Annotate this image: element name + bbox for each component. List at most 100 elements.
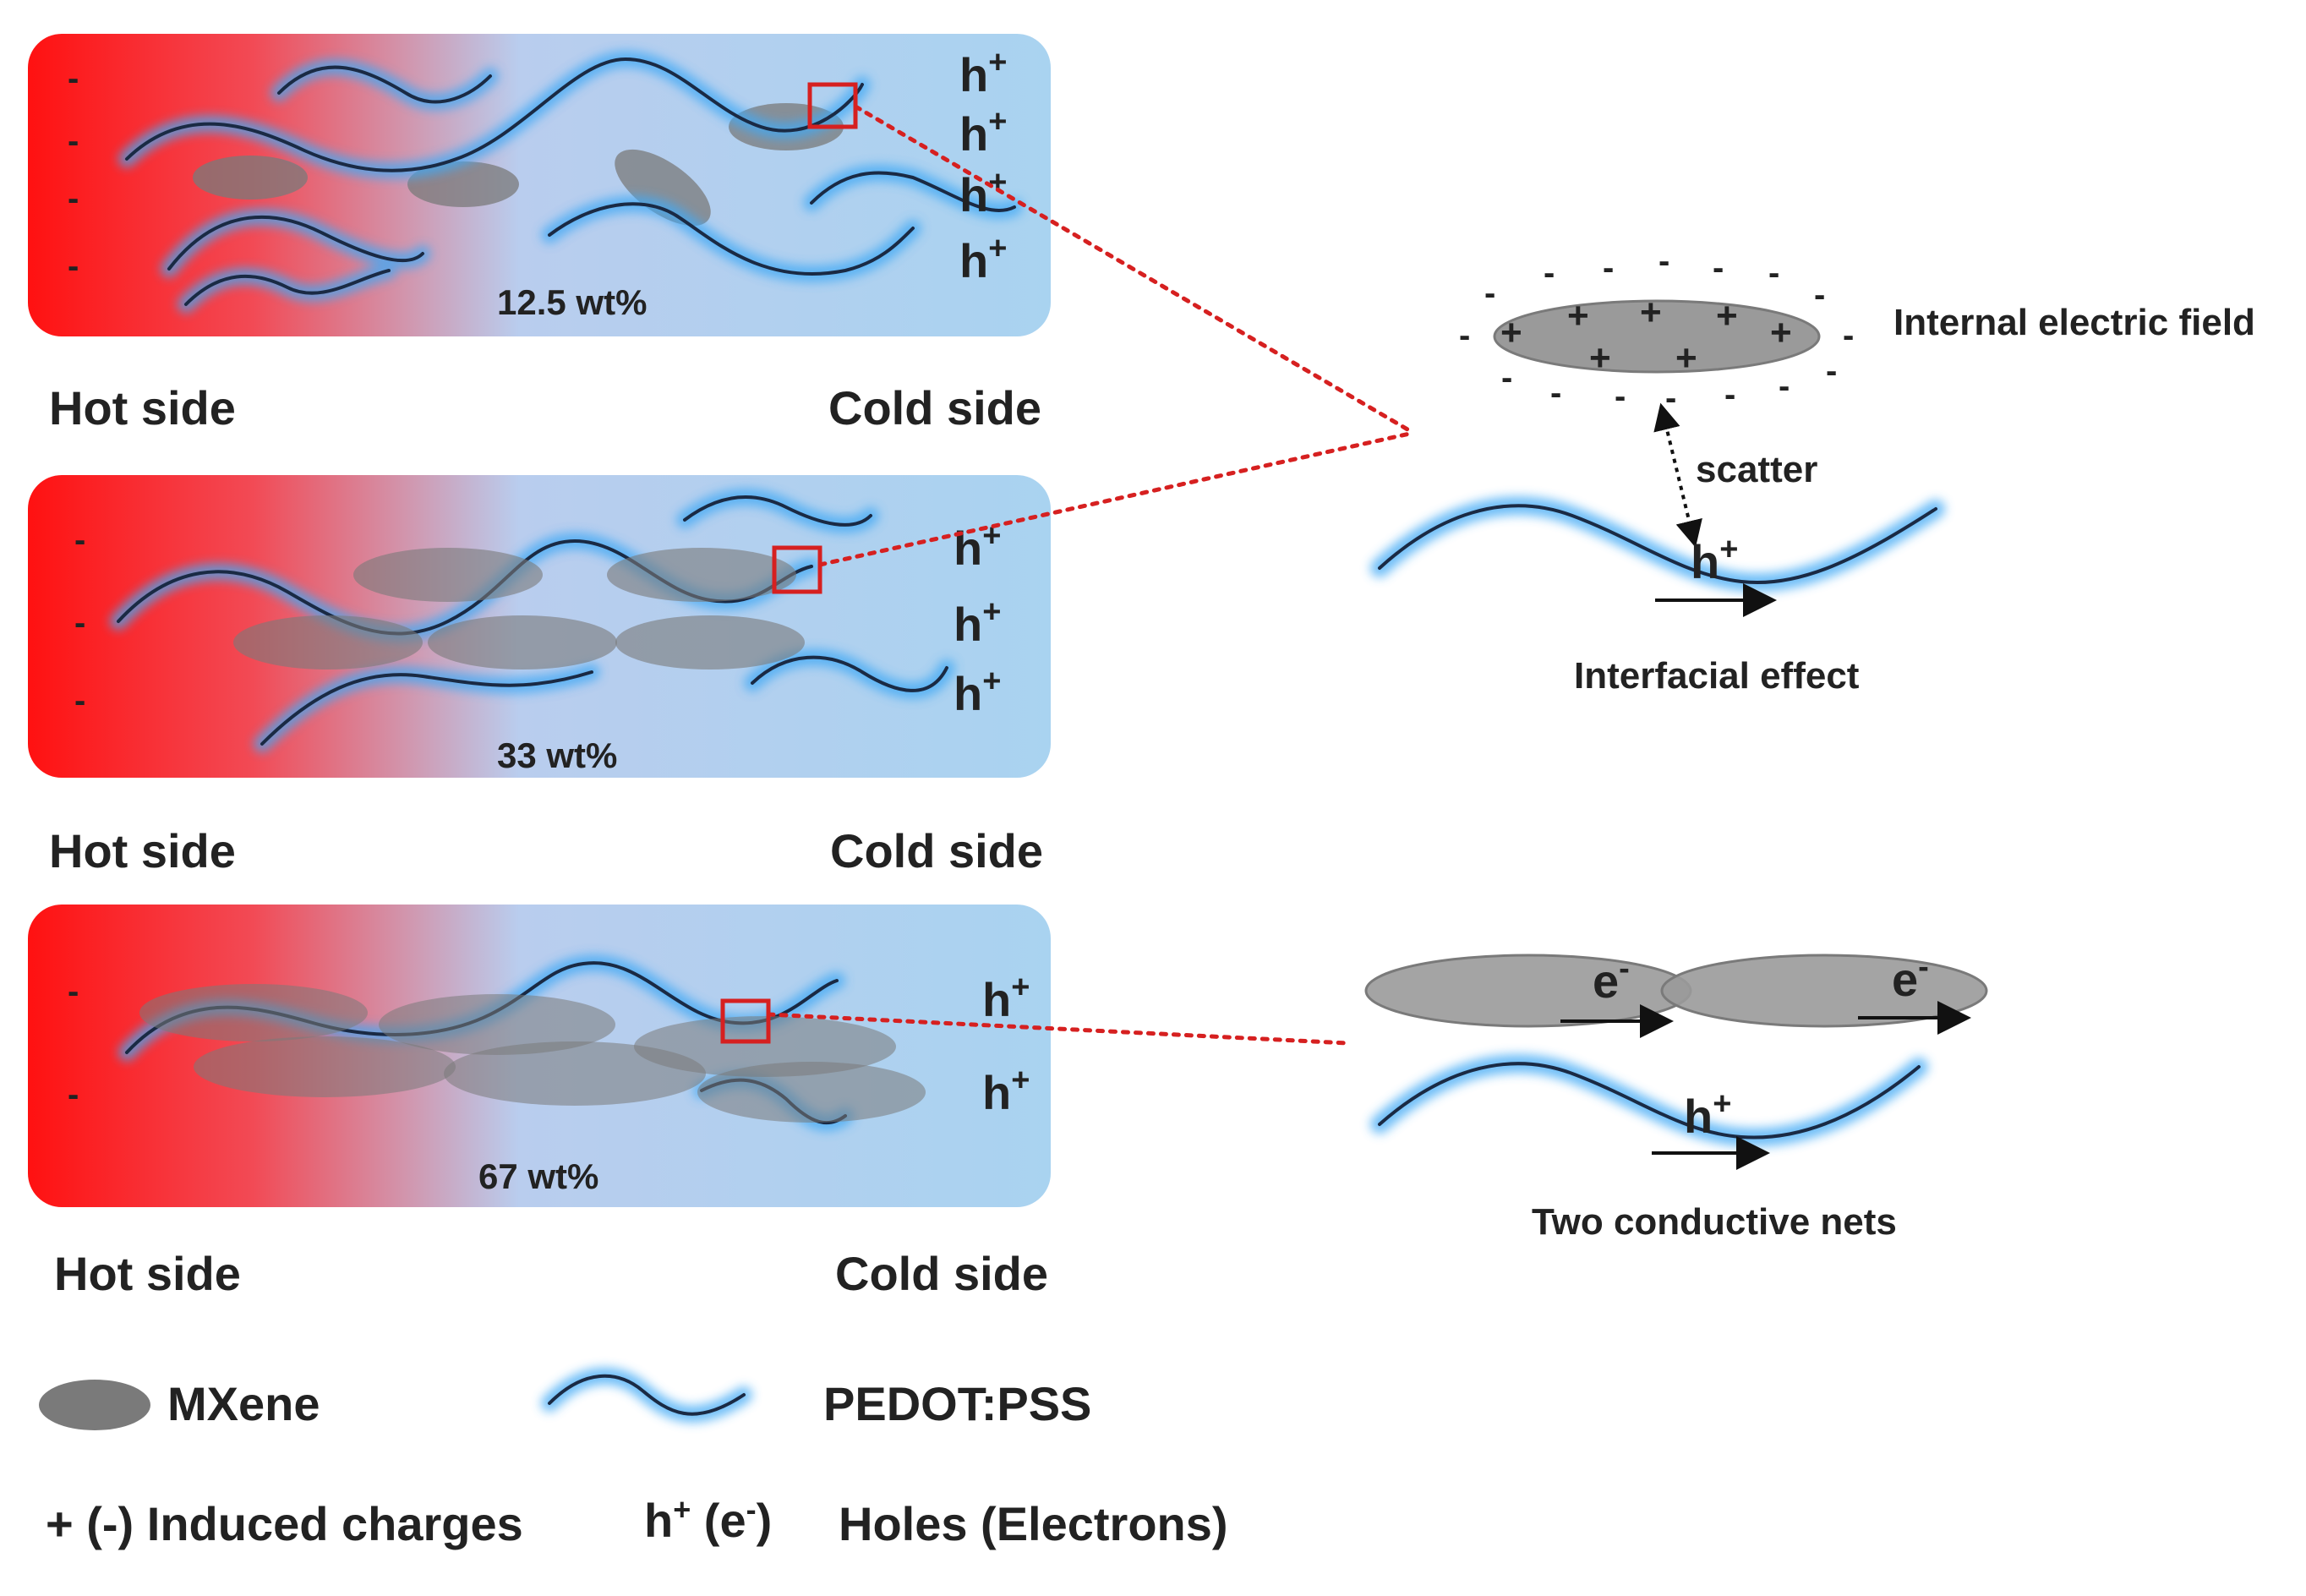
hole-label: h+ bbox=[982, 970, 1030, 1026]
scatter-arrow bbox=[1653, 402, 1702, 548]
hot-side-label: Hot side bbox=[49, 824, 236, 877]
zoom-line bbox=[853, 104, 1416, 435]
hot-side-charges: - - - - bbox=[68, 60, 79, 285]
zoom-line bbox=[766, 1012, 1350, 1046]
positive-charge: + bbox=[1716, 295, 1738, 336]
conductive-caption: Two conductive nets bbox=[1532, 1201, 1897, 1243]
concentration-label: 12.5 wt% bbox=[497, 282, 647, 322]
mxene-flake bbox=[615, 149, 711, 227]
zoom-line bbox=[817, 430, 1416, 567]
mxene-flake bbox=[444, 1041, 706, 1106]
negative-charge: - bbox=[1658, 243, 1669, 280]
negative-charge: - bbox=[68, 1076, 79, 1113]
scatter-label: scatter bbox=[1696, 449, 1817, 490]
mxene-flake bbox=[1660, 954, 1988, 1028]
negative-charge: - bbox=[1603, 249, 1614, 287]
panel-33-wt: - - - h+ h+ h+ 33 wt% bbox=[28, 475, 1051, 778]
internal-field-label: Internal electric field bbox=[1893, 302, 2255, 343]
legend: MXene PEDOT:PSS + (-) Induced charges h+… bbox=[39, 1367, 1228, 1550]
hot-side-label: Hot side bbox=[54, 1247, 241, 1300]
two-conductive-nets-detail: e- e- h+ Two conductive nets bbox=[1364, 949, 1988, 1243]
negative-charge: - bbox=[74, 682, 85, 719]
concentration-label: 67 wt% bbox=[478, 1156, 598, 1196]
negative-charge: - bbox=[74, 522, 85, 559]
mxene-flake bbox=[615, 615, 805, 670]
hole-label: h+ bbox=[982, 1063, 1030, 1119]
legend-pedot: PEDOT:PSS bbox=[823, 1377, 1091, 1430]
negative-charge: - bbox=[1484, 275, 1495, 312]
legend-carrier-symbol: h+ (e-) bbox=[644, 1492, 772, 1547]
interfacial-effect-detail: + + + + + + + - - - - - - - - - - - - - … bbox=[1370, 243, 2255, 697]
mxene-flake bbox=[634, 1016, 896, 1077]
hole-label: h+ bbox=[954, 594, 1001, 651]
positive-charge: + bbox=[1770, 312, 1792, 353]
pedot-legend-icon bbox=[541, 1367, 752, 1423]
positive-charge: + bbox=[1675, 337, 1697, 379]
positive-charge: + bbox=[1500, 312, 1522, 353]
negative-charge: - bbox=[74, 604, 85, 642]
pedot-chain bbox=[1370, 1054, 1928, 1147]
hole-label: h+ bbox=[1691, 532, 1738, 588]
hole-labels: h+ h+ h+ h+ bbox=[959, 45, 1007, 287]
mxene-flake bbox=[1364, 954, 1692, 1028]
negative-charge: - bbox=[1459, 317, 1470, 354]
mxene-flake bbox=[428, 615, 617, 670]
panel-12-5-wt: - - - - h+ h+ h+ h+ 12.5 wt% bbox=[28, 34, 1051, 336]
positive-charge: + bbox=[1640, 292, 1662, 333]
legend-induced-charges: + (-) Induced charges bbox=[46, 1497, 523, 1550]
legend-mxene: MXene bbox=[167, 1377, 320, 1430]
legend-holes-electrons: Holes (Electrons) bbox=[839, 1497, 1228, 1550]
hole-label: h+ bbox=[959, 104, 1007, 161]
hole-label: h+ bbox=[959, 231, 1007, 287]
negative-charge: - bbox=[1501, 359, 1512, 396]
hole-label: h+ bbox=[954, 664, 1001, 720]
hole-label: h+ bbox=[959, 165, 1007, 221]
negative-charge: - bbox=[68, 60, 79, 97]
electron-label: e- bbox=[1892, 949, 1929, 1006]
mxene-flake bbox=[194, 1036, 456, 1097]
mxene-legend-icon bbox=[39, 1380, 150, 1430]
induced-positive-charges: + + + + + + + bbox=[1500, 292, 1792, 379]
negative-charge: - bbox=[1550, 374, 1561, 412]
cold-side-label: Cold side bbox=[828, 381, 1041, 435]
negative-charge: - bbox=[68, 973, 79, 1010]
mxene-flake bbox=[139, 984, 368, 1041]
negative-charge: - bbox=[1826, 353, 1837, 390]
hole-label: h+ bbox=[1684, 1086, 1731, 1143]
negative-charge: - bbox=[1713, 249, 1724, 287]
negative-charge: - bbox=[1615, 378, 1626, 415]
mxene-flake bbox=[607, 548, 796, 602]
hot-side-charges: - - - bbox=[74, 522, 85, 719]
hole-label: h+ bbox=[959, 45, 1007, 101]
negative-charge: - bbox=[1779, 368, 1790, 405]
mxene-flake bbox=[193, 156, 308, 200]
cold-side-label: Cold side bbox=[830, 824, 1043, 877]
mxene-flake bbox=[353, 548, 543, 602]
positive-charge: + bbox=[1567, 295, 1589, 336]
negative-charge: - bbox=[68, 180, 79, 217]
hot-side-label: Hot side bbox=[49, 381, 236, 435]
pedot-chains bbox=[118, 50, 1023, 313]
pedot-chain bbox=[1370, 496, 1945, 593]
cold-side-label: Cold side bbox=[835, 1247, 1048, 1300]
negative-charge: - bbox=[1814, 276, 1825, 314]
electron-label: e- bbox=[1593, 951, 1630, 1008]
interfacial-caption: Interfacial effect bbox=[1574, 655, 1860, 697]
hole-labels: h+ h+ h+ bbox=[954, 518, 1001, 720]
mxene-flake bbox=[1493, 299, 1821, 374]
hot-side-charges: - - bbox=[68, 973, 79, 1113]
negative-charge: - bbox=[1544, 254, 1555, 292]
negative-charge: - bbox=[68, 248, 79, 285]
negative-charge: - bbox=[1768, 254, 1779, 292]
zoom-lines bbox=[766, 104, 1416, 1046]
mxene-flake bbox=[379, 994, 615, 1055]
negative-charge: - bbox=[1843, 317, 1854, 354]
hole-labels: h+ h+ bbox=[982, 970, 1030, 1119]
positive-charge: + bbox=[1589, 337, 1611, 379]
panel-67-wt: - - h+ h+ 67 wt% bbox=[28, 905, 1051, 1207]
zoom-highlight-box bbox=[720, 998, 771, 1044]
mxene-flake bbox=[233, 615, 423, 670]
mxene-flake bbox=[697, 1062, 926, 1123]
negative-charge: - bbox=[1724, 376, 1735, 413]
